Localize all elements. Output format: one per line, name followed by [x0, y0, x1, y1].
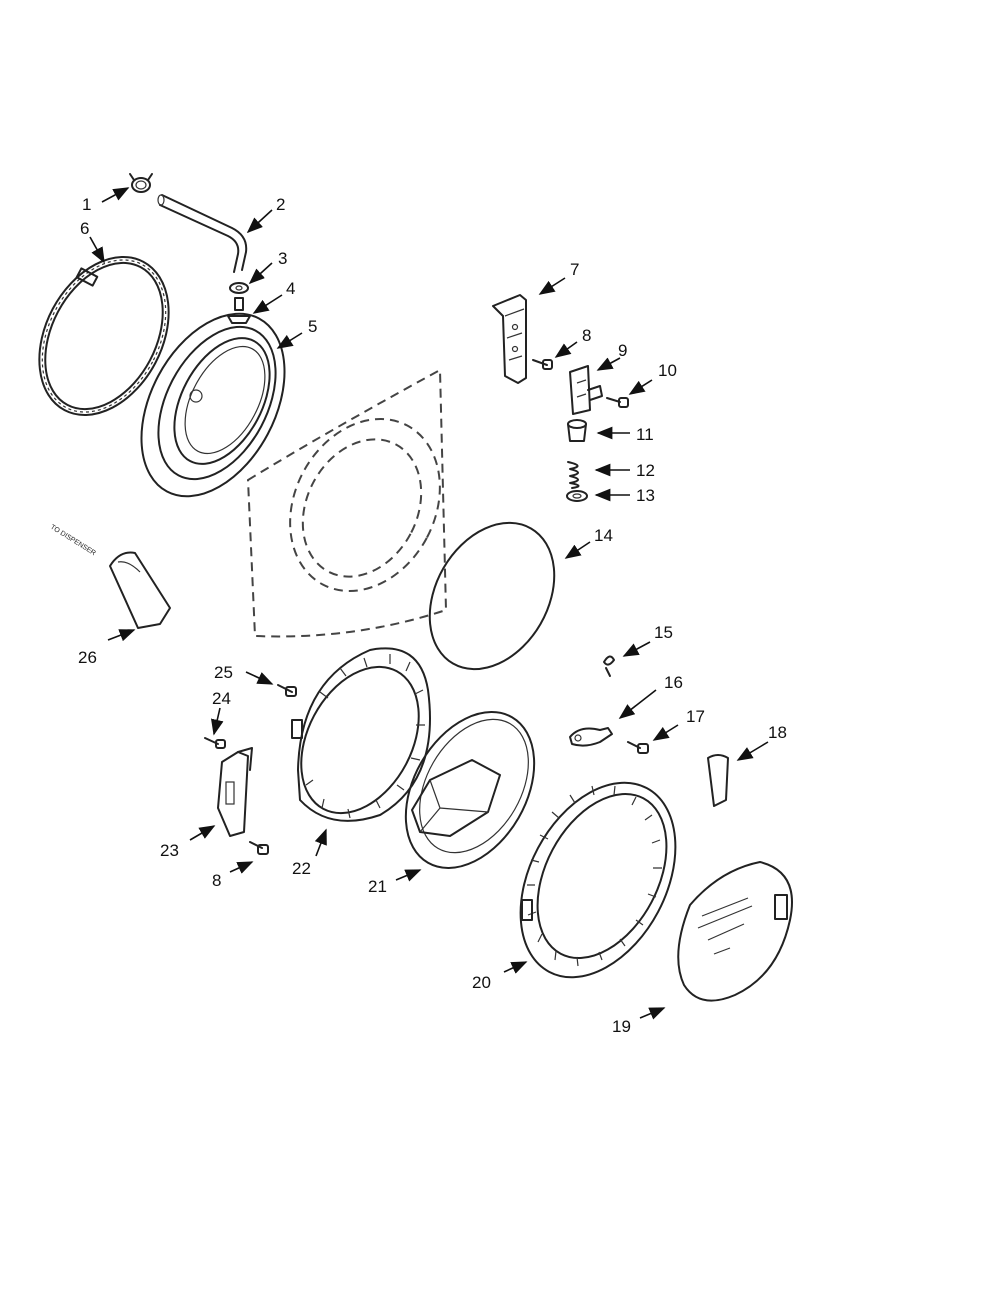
leader-lines	[89, 187, 769, 1020]
part-15-clip	[603, 655, 615, 677]
callout-15: 15	[654, 623, 673, 642]
part-1-small-clamp	[129, 173, 153, 193]
callout-1: 1	[82, 195, 91, 214]
part-18-handle-cap	[707, 754, 729, 807]
part-7-hinge-bracket	[492, 294, 527, 384]
callout-19: 19	[612, 1017, 631, 1036]
part-24-screw	[204, 737, 226, 749]
part-8-screw-lower	[249, 841, 269, 855]
callout-23: 23	[160, 841, 179, 860]
callout-5: 5	[308, 317, 317, 336]
callout-7: 7	[570, 260, 579, 279]
callout-16: 16	[664, 673, 683, 692]
part-20-outer-door-frame	[519, 781, 677, 979]
part-16-hinge-arm	[569, 727, 613, 747]
callout-2: 2	[276, 195, 285, 214]
callout-9: 9	[618, 341, 627, 360]
callout-13: 13	[636, 486, 655, 505]
part-6-clamp-ring	[38, 255, 170, 417]
callout-20: 20	[472, 973, 491, 992]
part-23-hinge-bracket	[217, 747, 253, 837]
callout-24: 24	[212, 689, 231, 708]
part-13-grommet	[566, 490, 588, 502]
callout-8: 8	[582, 326, 591, 345]
callout-numbers: 1 2 3 4 5 6 7 8 9 10 11 12 13 14 15 16 1…	[78, 195, 787, 1036]
callout-18: 18	[768, 723, 787, 742]
callout-8b: 8	[212, 871, 221, 890]
part-5-door-boot	[140, 312, 286, 498]
callout-22: 22	[292, 859, 311, 878]
callout-26: 26	[78, 648, 97, 667]
callout-10: 10	[658, 361, 677, 380]
part-25-screw	[277, 684, 297, 697]
part-3-washer	[229, 282, 249, 294]
callout-3: 3	[278, 249, 287, 268]
part-11-plunger	[567, 419, 587, 442]
part-17-screw	[627, 741, 649, 754]
part-26-dispenser-duct: TO DISPENSER	[49, 524, 171, 629]
part-12-spring	[567, 461, 580, 489]
part-22-inner-door-frame	[291, 647, 431, 822]
part-14-glass-seal	[428, 521, 556, 671]
part-9-latch-bracket	[569, 365, 603, 415]
part-19-outer-door-panel	[677, 861, 793, 1002]
callout-11: 11	[636, 425, 654, 444]
part-21-door-glass	[404, 711, 536, 869]
part-2-hose	[157, 194, 248, 273]
part-10-screw	[606, 397, 629, 408]
callout-6: 6	[80, 219, 89, 238]
callout-14: 14	[594, 526, 613, 545]
callout-12: 12	[636, 461, 655, 480]
part-8-screw-upper	[532, 359, 553, 370]
callout-4: 4	[286, 279, 295, 298]
callout-25: 25	[214, 663, 233, 682]
dispenser-label: TO DISPENSER	[49, 524, 97, 557]
cabinet-front-outline	[246, 368, 448, 638]
part-4-nozzle	[227, 297, 251, 324]
callout-17: 17	[686, 707, 705, 726]
callout-21: 21	[368, 877, 387, 896]
